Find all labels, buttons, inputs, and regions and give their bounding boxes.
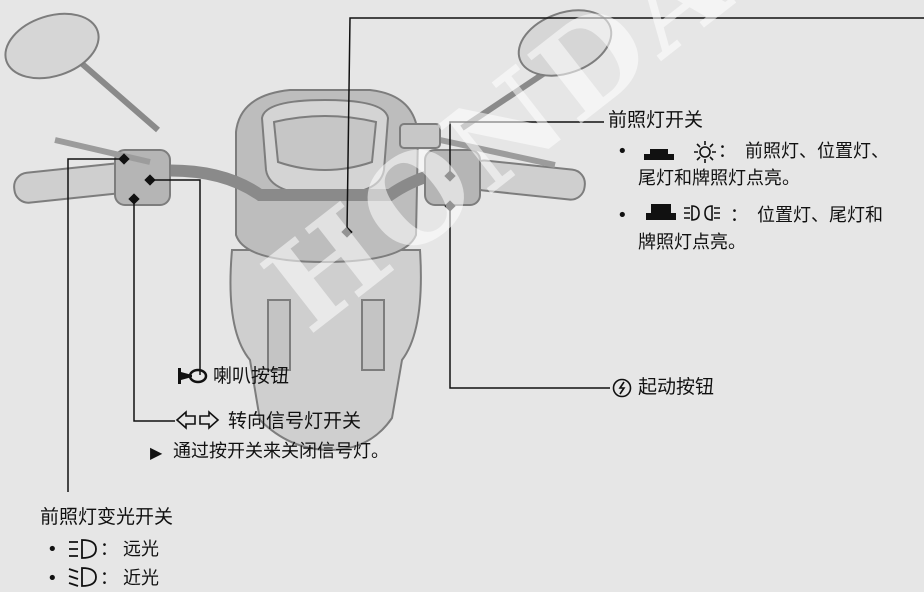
horn-button-label: 喇叭按钮 bbox=[213, 365, 290, 387]
headlight-off-position-icon bbox=[646, 204, 676, 220]
leader-headlight bbox=[449, 121, 604, 176]
leader-turn bbox=[133, 199, 175, 422]
headlight-item1-text: 前照灯、位置灯、 bbox=[745, 141, 889, 162]
leader-start bbox=[449, 206, 610, 389]
high-beam-colon: ： bbox=[100, 539, 118, 560]
headlight-item2-colon: ： bbox=[730, 205, 748, 226]
bullet-3: • bbox=[47, 539, 58, 560]
bullet-2: • bbox=[617, 205, 628, 226]
leader-top bbox=[346, 17, 924, 233]
headlight-switch-title: 前照灯开关 bbox=[608, 109, 704, 131]
start-icon bbox=[612, 378, 632, 398]
brake-reservoir bbox=[399, 123, 441, 149]
start-button-label: 起动按钮 bbox=[638, 376, 715, 398]
right-mirror bbox=[517, 9, 613, 77]
headlight-item2-text-cont: 牌照灯点亮。 bbox=[638, 232, 746, 253]
headlight-item2-text: 位置灯、尾灯和 bbox=[757, 205, 883, 226]
turn-signal-note: 通过按开关来关闭信号灯。 bbox=[173, 441, 389, 462]
leader-dimmer bbox=[67, 158, 124, 492]
left-switch-housing bbox=[114, 149, 171, 206]
turn-right-arrow-icon bbox=[198, 410, 220, 430]
headlight-on-position-icon bbox=[644, 146, 674, 160]
position-light-icon bbox=[683, 204, 727, 222]
bullet-4: • bbox=[47, 568, 58, 589]
low-beam-colon: ： bbox=[100, 568, 118, 589]
turn-signal-note-marker: ▶ bbox=[150, 443, 163, 462]
low-beam-label: 近光 bbox=[123, 568, 159, 589]
high-beam-label: 远光 bbox=[123, 539, 159, 560]
horn-icon bbox=[178, 366, 208, 386]
dimmer-switch-title: 前照灯变光开关 bbox=[40, 506, 174, 528]
bullet-1: • bbox=[617, 141, 628, 162]
sun-icon bbox=[693, 140, 717, 164]
front-fork bbox=[267, 299, 291, 371]
headlight-item1-colon: ： bbox=[718, 141, 736, 162]
turn-signal-label: 转向信号灯开关 bbox=[228, 410, 362, 432]
left-mirror bbox=[4, 12, 100, 80]
leader-horn bbox=[150, 179, 201, 375]
turn-left-arrow-icon bbox=[175, 410, 197, 430]
low-beam-icon bbox=[68, 566, 100, 588]
high-beam-icon bbox=[68, 538, 100, 560]
headlight-item1-text-cont: 尾灯和牌照灯点亮。 bbox=[638, 168, 800, 189]
